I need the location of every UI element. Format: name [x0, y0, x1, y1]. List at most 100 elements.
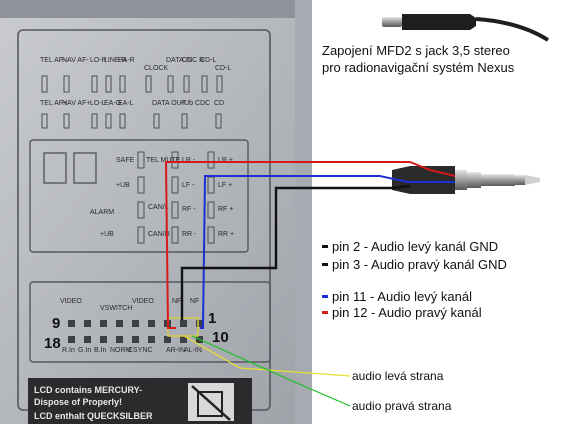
lower-pin-label: CSYNC	[128, 347, 153, 354]
block-pin-label: RF -	[182, 206, 196, 213]
top-pin-label: CLOCK	[144, 65, 168, 72]
block-pin-slot	[137, 201, 145, 219]
legend-item-pin12: pin 12 - Audio pravý kanál	[322, 305, 482, 320]
top-pin-slot	[183, 75, 190, 93]
row2-pin-label: CD	[214, 100, 224, 107]
row2-pin-label: LO-L	[90, 100, 106, 107]
block-pin-label: RR +	[218, 231, 234, 238]
row2-pin-label: TEL AF+	[40, 100, 67, 107]
wire-blue-pin11	[200, 175, 455, 329]
lower-pin	[148, 320, 155, 327]
row2-pin-label: DATA OUT	[152, 100, 187, 107]
lower-pin-label: VSWITCH	[100, 305, 132, 312]
lower-pin	[164, 336, 171, 343]
radio-back-panel	[0, 0, 312, 424]
connector-notch-left	[43, 152, 67, 184]
top-pin-slot	[41, 75, 48, 93]
lower-pin	[132, 320, 139, 327]
block-pin-slot	[171, 226, 179, 244]
warning-line-2: Dispose of Properly!	[34, 397, 122, 407]
block-pin-label: RF +	[218, 206, 233, 213]
block-pin-slot	[171, 151, 179, 169]
wire-red-pin12	[164, 161, 456, 329]
top-pin-slot	[119, 75, 126, 93]
title-line-1: Zapojení MFD2 s jack 3,5 stereo	[322, 43, 510, 58]
lower-pin	[180, 336, 187, 343]
title-line-2: pro radionavigační systém Nexus	[322, 60, 515, 75]
block-pin-label: RR -	[182, 231, 197, 238]
lower-pin	[84, 336, 91, 343]
block-pin-slot	[171, 176, 179, 194]
top-pin-slot	[91, 75, 98, 93]
top-pin-label: CD-L	[215, 65, 231, 72]
connector-notch-right	[73, 152, 97, 184]
lower-pin-label: R.In	[62, 347, 75, 354]
lower-pin	[196, 320, 203, 327]
row2-pin-label: +Ub CDC	[180, 100, 210, 107]
legend-item-pin3: pin 3 - Audio pravý kanál GND	[322, 257, 507, 272]
lower-pin-label: AL-IN	[184, 347, 202, 354]
lower-pin-label: B.In	[94, 347, 107, 354]
wire-green-audio-right	[191, 335, 351, 407]
lower-pin	[100, 320, 107, 327]
jack-plug	[392, 166, 540, 194]
row2-pin-label: EA-L	[118, 100, 134, 107]
block-pin-label: CAN/L	[148, 204, 169, 211]
pin-number-18: 18	[44, 335, 61, 352]
top-pin-label: EA-R	[118, 57, 135, 64]
row2-pin-slot	[215, 113, 222, 129]
block-pin-slot	[137, 176, 145, 194]
lower-pin	[116, 336, 123, 343]
row2-pin-slot	[181, 113, 188, 129]
row2-pin-slot	[119, 113, 126, 129]
legend-label: pin 2 - Audio levý kanál GND	[332, 239, 499, 254]
top-pin-slot	[145, 75, 152, 93]
connector-slots	[137, 151, 215, 244]
legend-swatch	[322, 245, 328, 248]
lower-pin-label: AR-IN	[166, 347, 185, 354]
row2-pin-slot	[41, 113, 48, 129]
block-pin-label: ALARM	[90, 209, 114, 216]
pin-number-9: 9	[52, 315, 61, 332]
block-pin-label: TEL MUTE	[146, 157, 181, 164]
top-pin-slot	[201, 75, 208, 93]
block-pin-slot	[207, 226, 215, 244]
legend-label: pin 3 - Audio pravý kanál GND	[332, 257, 507, 272]
lower-pin-label: NF	[190, 298, 199, 305]
audio-right-side-label: audio pravá strana	[352, 399, 452, 413]
top-pin-label: NAV AF-	[62, 57, 89, 64]
panel-right-edge	[295, 0, 312, 424]
block-pin-slot	[207, 151, 215, 169]
lower-pin	[148, 336, 155, 343]
legend-item-pin2: pin 2 - Audio levý kanál GND	[322, 239, 498, 254]
block-pin-label: +UB	[116, 182, 130, 189]
block-pin-slot	[207, 201, 215, 219]
lower-pin	[132, 336, 139, 343]
lower-pin-label: NF	[172, 298, 181, 305]
legend-swatch	[322, 311, 328, 314]
lower-pin	[100, 336, 107, 343]
block-pin-label: SAFE	[116, 157, 135, 164]
lower-pin-label: NORM	[110, 347, 132, 354]
legend-swatch	[322, 295, 328, 298]
diagram-title: Zapojení MFD2 s jack 3,5 stereo pro radi…	[322, 42, 514, 76]
lower-pin-label: VIDEO	[132, 298, 154, 305]
wire-yellow-audio-left	[183, 335, 351, 377]
block-pin-label: +UB	[100, 231, 114, 238]
warning-line-1: LCD contains MERCURY-	[34, 385, 142, 395]
lower-pin	[68, 320, 75, 327]
block-pin-slot	[137, 151, 145, 169]
lower-pin	[116, 320, 123, 327]
wires	[164, 161, 456, 407]
pin-number-10: 10	[212, 329, 229, 346]
quad-connector-outline	[29, 139, 249, 253]
block-pin-slot	[171, 201, 179, 219]
block-pin-label: LF +	[218, 182, 232, 189]
lower-pin	[84, 320, 91, 327]
legend-label: pin 11 - Audio levý kanál	[332, 289, 472, 304]
top-pin-label: LINE R	[104, 57, 127, 64]
top-pin-label: CDC R	[182, 57, 204, 64]
